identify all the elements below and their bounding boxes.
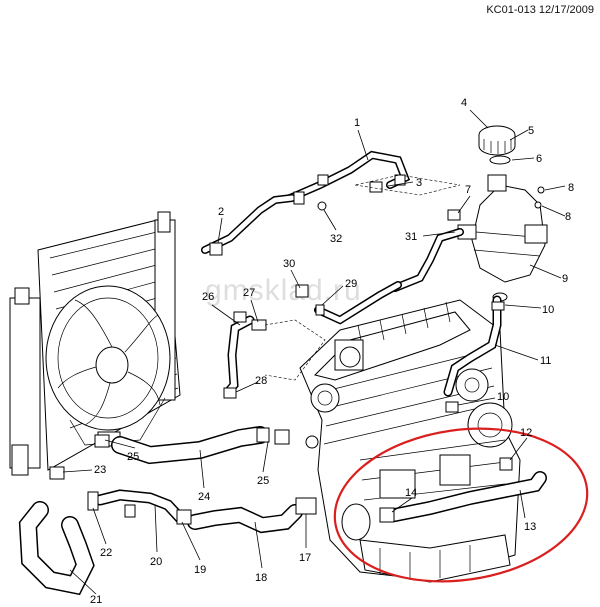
callout-3: 3 bbox=[416, 177, 422, 189]
callout-8a: 8 bbox=[568, 182, 574, 194]
callout-30: 30 bbox=[283, 258, 295, 270]
callouts: 1 2 3 4 5 6 7 8 8 9 10 10 11 12 13 14 17… bbox=[90, 97, 574, 606]
callout-28: 28 bbox=[255, 375, 267, 387]
callout-4: 4 bbox=[461, 97, 467, 109]
callout-26: 26 bbox=[202, 291, 214, 303]
callout-18: 18 bbox=[255, 572, 267, 584]
callout-29: 29 bbox=[345, 278, 357, 290]
callout-2: 2 bbox=[218, 206, 224, 218]
callout-20: 20 bbox=[150, 556, 162, 568]
callout-17: 17 bbox=[299, 552, 311, 564]
callout-27: 27 bbox=[243, 287, 255, 299]
callout-11: 11 bbox=[540, 355, 551, 367]
callout-22: 22 bbox=[100, 547, 112, 559]
callout-7: 7 bbox=[465, 184, 471, 196]
callout-10b: 10 bbox=[497, 391, 509, 403]
callout-19: 19 bbox=[194, 564, 206, 576]
callout-1: 1 bbox=[354, 117, 360, 129]
highlight-ellipse bbox=[333, 427, 589, 583]
group-outline-1 bbox=[354, 174, 461, 196]
clamps-and-fittings bbox=[49, 174, 513, 525]
group-outline-2 bbox=[264, 319, 326, 381]
callout-12: 12 bbox=[520, 427, 532, 439]
callout-5: 5 bbox=[528, 125, 534, 137]
callout-25a: 25 bbox=[127, 451, 139, 463]
callout-9: 9 bbox=[562, 273, 568, 285]
callout-10a: 10 bbox=[542, 304, 554, 316]
callout-23: 23 bbox=[94, 464, 106, 476]
callout-13: 13 bbox=[524, 521, 536, 533]
callout-6: 6 bbox=[536, 153, 542, 165]
callout-21: 21 bbox=[90, 594, 102, 606]
callout-31: 31 bbox=[405, 231, 417, 243]
callout-14: 14 bbox=[405, 487, 417, 499]
watermark: gmsklad.ru bbox=[205, 274, 362, 307]
callout-24: 24 bbox=[198, 491, 210, 503]
document-code: KC01-013 12/17/2009 bbox=[486, 4, 594, 16]
callout-8b: 8 bbox=[565, 211, 571, 223]
callout-25b: 25 bbox=[257, 475, 269, 487]
radiator-assembly bbox=[9, 211, 181, 476]
leader-lines bbox=[62, 109, 566, 595]
callout-32: 32 bbox=[330, 233, 342, 245]
coolant-reservoir bbox=[457, 125, 548, 302]
